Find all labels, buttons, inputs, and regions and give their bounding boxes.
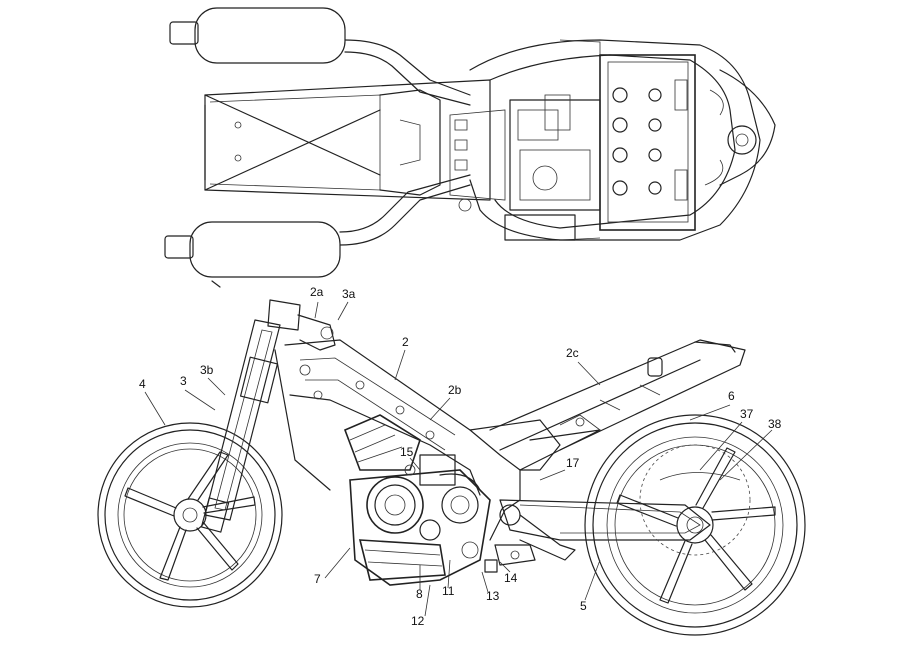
- label-12: 12: [411, 614, 425, 628]
- upper-muffler: [169, 7, 471, 106]
- label-8: 8: [416, 587, 423, 601]
- seat-rail-top: [204, 79, 491, 201]
- top-view: [164, 7, 776, 288]
- label-7: 7: [314, 572, 321, 586]
- main-frame-top: [469, 39, 776, 241]
- label-15: 15: [400, 445, 414, 459]
- engine-side: [343, 414, 491, 586]
- label-6: 6: [728, 389, 735, 403]
- swing-arm: [484, 499, 711, 573]
- label-38: 38: [768, 417, 782, 431]
- lower-muffler: [164, 174, 471, 278]
- label-2c: 2c: [566, 346, 579, 360]
- main-frame-side: [274, 339, 561, 541]
- label-13: 13: [486, 589, 500, 603]
- label-11: 11: [442, 584, 455, 598]
- label-5: 5: [580, 599, 587, 613]
- label-14: 14: [504, 571, 518, 585]
- seat-rail-side: [489, 339, 746, 471]
- reference-labels: 2a 3a 2 2c 3b 3 4 2b 6 37 38 15 17 7 8 1…: [139, 285, 782, 628]
- leader-lines: [144, 301, 773, 617]
- view-arrow: [211, 280, 221, 288]
- side-view: [97, 299, 806, 636]
- rear-wheel: [584, 414, 806, 636]
- label-3: 3: [180, 374, 187, 388]
- label-2: 2: [402, 335, 409, 349]
- label-37: 37: [740, 407, 754, 421]
- engine-top: [449, 39, 696, 241]
- label-3a: 3a: [342, 287, 356, 301]
- label-2a: 2a: [310, 285, 324, 299]
- label-17: 17: [566, 456, 580, 470]
- front-wheel: [97, 422, 283, 608]
- front-fork: [204, 299, 336, 521]
- label-2b: 2b: [448, 383, 462, 397]
- label-4: 4: [139, 377, 146, 391]
- label-3b: 3b: [200, 363, 214, 377]
